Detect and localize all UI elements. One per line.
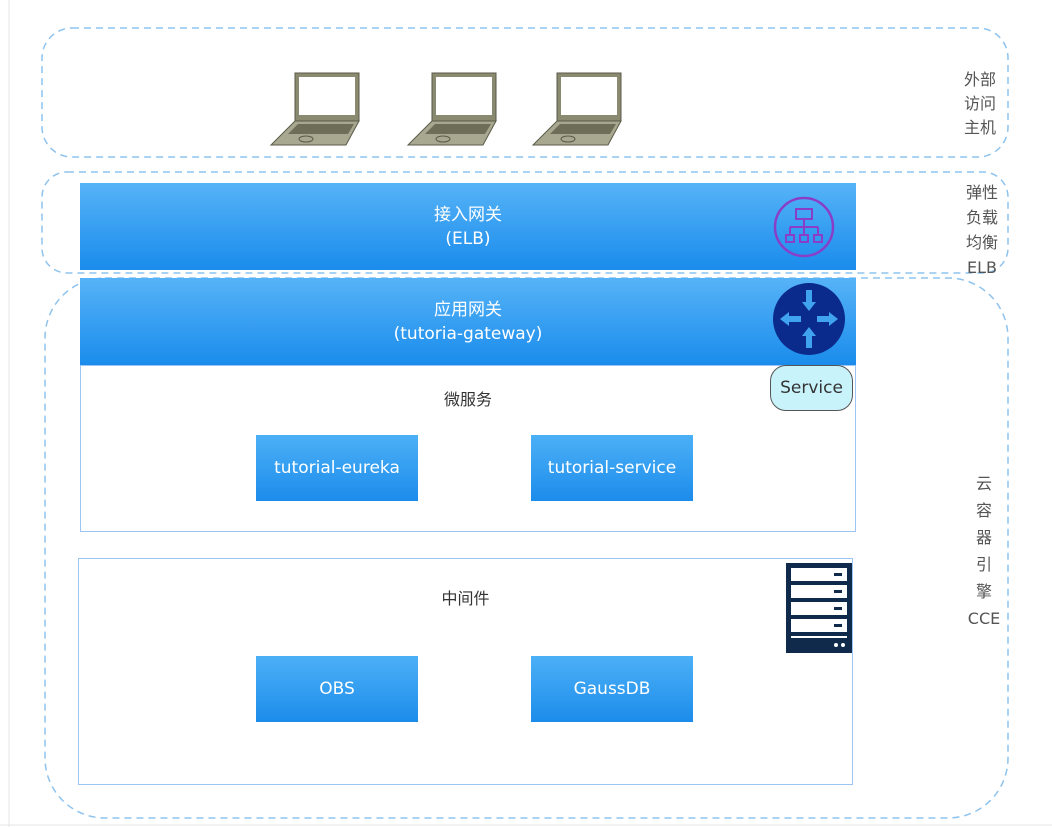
microservices-title: 微服务 — [443, 390, 492, 409]
external-hosts-label: 外部 访问 主机 — [963, 70, 996, 137]
tutorial-eureka-node: tutorial-eureka — [256, 435, 418, 501]
server-icon — [786, 563, 852, 653]
middleware-title: 中间件 — [441, 589, 490, 608]
elb-gateway-bar: 接入网关 (ELB) — [80, 183, 856, 270]
router-icon — [773, 283, 845, 355]
gateway-subtitle: (tutoria-gateway) — [393, 324, 543, 344]
laptop-icon — [269, 72, 360, 146]
laptops — [269, 72, 622, 146]
app-gateway-bar: 应用网关 (tutoria-gateway) — [80, 278, 856, 365]
elb-subtitle: (ELB) — [445, 229, 491, 249]
laptop-icon — [407, 72, 497, 146]
elb-zone — [41, 171, 1009, 274]
microservices-box: 微服务 — [80, 365, 856, 532]
middleware-box: 中间件 — [78, 558, 853, 785]
external-hosts-zone — [41, 27, 1009, 158]
elb-label: 弹性 负载 均衡 ELB — [965, 183, 998, 277]
load-balancer-icon — [773, 196, 835, 258]
cce-label: 云 容 器 引 擎 CCE — [967, 474, 1001, 628]
tutorial-service-node: tutorial-service — [531, 435, 693, 501]
obs-node: OBS — [256, 656, 418, 722]
gateway-title: 应用网关 — [434, 300, 502, 320]
laptop-icon — [532, 72, 622, 146]
elb-title: 接入网关 — [434, 205, 502, 225]
gaussdb-node: GaussDB — [531, 656, 693, 722]
service-badge: Service — [770, 365, 853, 411]
